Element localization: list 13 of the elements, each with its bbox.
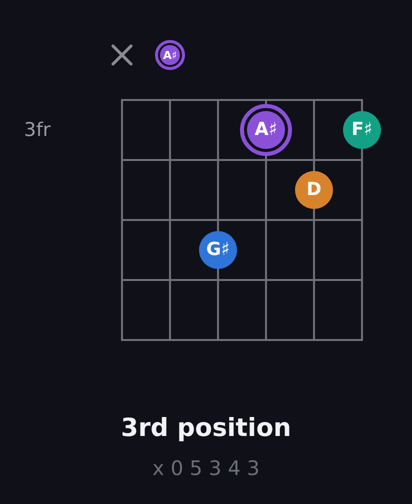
note-name: D xyxy=(306,181,322,199)
chord-title: 3rd position xyxy=(120,412,292,444)
note-name: F♯ xyxy=(351,121,372,139)
open-string-dot xyxy=(155,40,185,70)
fingering-caption: x 0 5 3 4 3 xyxy=(152,455,260,481)
note-dot xyxy=(343,111,381,149)
note-name: G♯ xyxy=(206,241,230,259)
note-name: A♯ xyxy=(254,121,278,139)
fret-number: 3fr xyxy=(24,118,51,142)
note-dot xyxy=(199,231,237,269)
note-name: A♯ xyxy=(163,50,177,60)
note-dot xyxy=(295,171,333,209)
root-note-dot xyxy=(240,104,292,156)
